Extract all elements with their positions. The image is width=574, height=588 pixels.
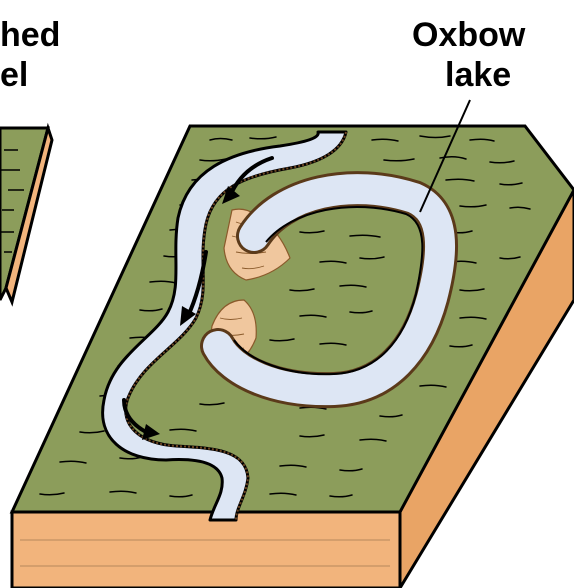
channel-label-line-2: el: [0, 56, 28, 94]
channel-label-line-1: hed: [0, 16, 60, 54]
block-front-face: [12, 512, 400, 588]
left-block: [0, 128, 52, 302]
oxbow-label-line-1: Oxbow: [412, 16, 525, 54]
oxbow-label-line-2: lake: [445, 56, 511, 94]
